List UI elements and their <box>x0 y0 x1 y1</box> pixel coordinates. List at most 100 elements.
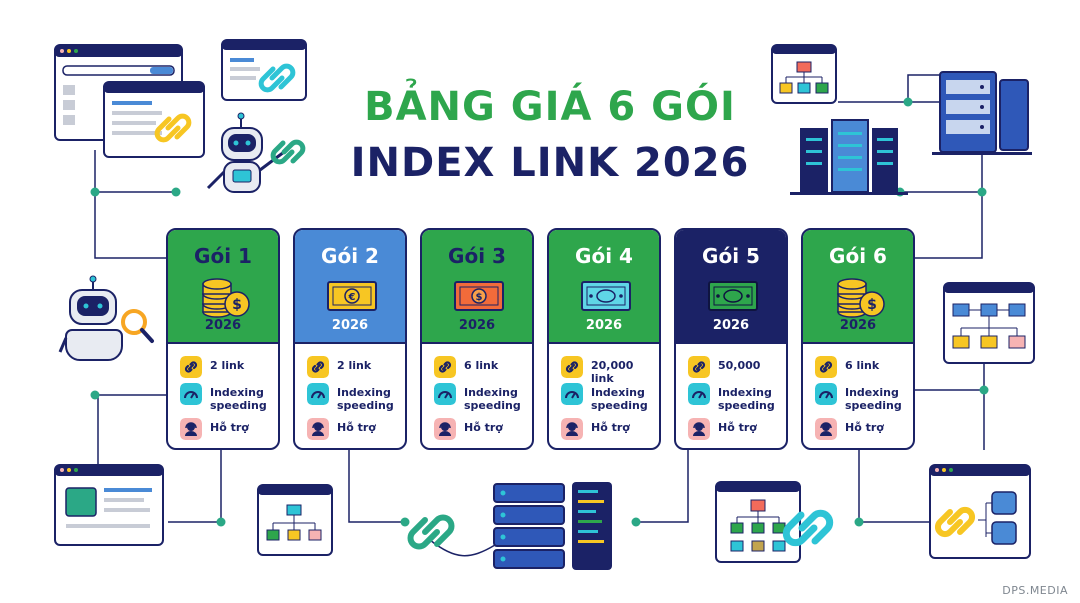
server-rack-icon <box>407 482 612 570</box>
feature-speed: Indexing speeding <box>561 383 659 412</box>
sitemap-link-icon <box>715 481 834 563</box>
feature-support-text: Hỗ trợ <box>210 421 249 434</box>
feature-speed: Indexing speeding <box>434 383 532 412</box>
package-name: Gói 3 <box>448 244 506 268</box>
robot-magnifier-icon <box>58 275 154 361</box>
feature-speed: Indexing speeding <box>307 383 405 412</box>
package-card-header: Gói 1 $ 2026 <box>168 230 278 344</box>
folder-diagram-icon <box>943 282 1035 364</box>
coins-icon: $ <box>202 278 250 318</box>
feature-support-text: Hỗ trợ <box>337 421 376 434</box>
svg-text:$: $ <box>867 297 877 313</box>
svg-text:$: $ <box>476 292 483 303</box>
feature-support: Hỗ trợ <box>688 418 757 440</box>
watermark: DPS.MEDIA <box>1002 584 1068 597</box>
support-agent-icon <box>815 418 837 440</box>
feature-links: 6 link <box>815 356 879 378</box>
feature-speed: Indexing speeding <box>180 383 278 412</box>
package-card-4[interactable]: Gói 4 2026 20,000 link Indexing speeding… <box>547 228 661 450</box>
sitemap-window-icon <box>257 484 333 556</box>
feature-links-text: 50,000 <box>718 359 761 372</box>
title-line-1: BẢNG GIÁ 6 GÓI <box>364 84 736 130</box>
package-name: Gói 1 <box>194 244 252 268</box>
feature-links-text: 6 link <box>845 359 880 372</box>
title-line-2: INDEX LINK 2026 <box>350 140 750 186</box>
package-card-2[interactable]: Gói 2 € 2026 2 link Indexing speeding Hỗ… <box>293 228 407 450</box>
package-card-header: Gói 5 2026 <box>676 230 786 344</box>
cash-icon <box>708 281 758 311</box>
server-towers-icon <box>790 119 908 195</box>
package-card-3[interactable]: Gói 3 $ 2026 6 link Indexing speeding Hỗ… <box>420 228 534 450</box>
package-card-5[interactable]: Gói 5 2026 50,000 Indexing speeding Hỗ t… <box>674 228 788 450</box>
feature-links: 20,000 link <box>561 356 659 385</box>
package-card-header: Gói 6 $ 2026 <box>803 230 913 344</box>
svg-text:$: $ <box>232 297 242 313</box>
cash-icon <box>581 281 631 311</box>
link-icon <box>688 356 710 378</box>
package-year: 2026 <box>585 318 623 333</box>
feature-support: Hỗ trợ <box>180 418 249 440</box>
link-icon <box>434 356 456 378</box>
speedometer-icon <box>180 383 202 405</box>
webpage-card-icon <box>103 81 205 158</box>
feature-speed-text: Indexing speeding <box>591 386 648 412</box>
feature-speed-text: Indexing speeding <box>845 386 902 412</box>
feature-support: Hỗ trợ <box>815 418 884 440</box>
package-card-header: Gói 3 $ 2026 <box>422 230 532 344</box>
speedometer-icon <box>561 383 583 405</box>
database-window-icon <box>929 464 1031 559</box>
feature-support: Hỗ trợ <box>561 418 630 440</box>
link-icon <box>561 356 583 378</box>
feature-support-text: Hỗ trợ <box>591 421 630 434</box>
package-name: Gói 2 <box>321 244 379 268</box>
link-icon <box>180 356 202 378</box>
speedometer-icon <box>434 383 456 405</box>
feature-speed-text: Indexing speeding <box>337 386 394 412</box>
speedometer-icon <box>688 383 710 405</box>
package-card-6[interactable]: Gói 6 $ 2026 6 link Indexing speeding Hỗ… <box>801 228 915 450</box>
package-year: 2026 <box>331 318 369 333</box>
speedometer-icon <box>815 383 837 405</box>
package-year: 2026 <box>839 318 877 333</box>
package-name: Gói 6 <box>829 244 887 268</box>
package-name: Gói 5 <box>702 244 760 268</box>
feature-support-text: Hỗ trợ <box>718 421 757 434</box>
link-icon <box>307 356 329 378</box>
feature-links: 50,000 <box>688 356 760 378</box>
package-card-1[interactable]: Gói 1 $ 2026 2 link Indexing speeding Hỗ… <box>166 228 280 450</box>
link-window-icon <box>221 39 307 101</box>
package-year: 2026 <box>712 318 750 333</box>
webpage-link-icon <box>54 464 164 546</box>
feature-links-text: 2 link <box>337 359 372 372</box>
svg-text:€: € <box>348 292 356 303</box>
feature-links: 6 link <box>434 356 498 378</box>
feature-speed: Indexing speeding <box>815 383 913 412</box>
feature-links: 2 link <box>180 356 244 378</box>
feature-speed: Indexing speeding <box>688 383 786 412</box>
package-year: 2026 <box>458 318 496 333</box>
feature-speed-text: Indexing speeding <box>464 386 521 412</box>
feature-links-text: 6 link <box>464 359 499 372</box>
feature-support-text: Hỗ trợ <box>845 421 884 434</box>
dollar-bill-icon: $ <box>454 281 504 311</box>
feature-speed-text: Indexing speeding <box>718 386 775 412</box>
link-icon <box>815 356 837 378</box>
package-year: 2026 <box>204 318 242 333</box>
feature-speed-text: Indexing speeding <box>210 386 267 412</box>
robot-icon <box>206 112 306 193</box>
support-agent-icon <box>180 418 202 440</box>
package-card-header: Gói 4 2026 <box>549 230 659 344</box>
feature-support: Hỗ trợ <box>307 418 376 440</box>
org-chart-window-icon <box>771 44 837 104</box>
feature-support-text: Hỗ trợ <box>464 421 503 434</box>
feature-support: Hỗ trợ <box>434 418 503 440</box>
speedometer-icon <box>307 383 329 405</box>
support-agent-icon <box>307 418 329 440</box>
package-name: Gói 4 <box>575 244 633 268</box>
support-agent-icon <box>561 418 583 440</box>
feature-links: 2 link <box>307 356 371 378</box>
server-stack-icon <box>932 71 1032 155</box>
euro-bill-icon: € <box>327 281 377 311</box>
feature-links-text: 20,000 link <box>591 359 634 385</box>
